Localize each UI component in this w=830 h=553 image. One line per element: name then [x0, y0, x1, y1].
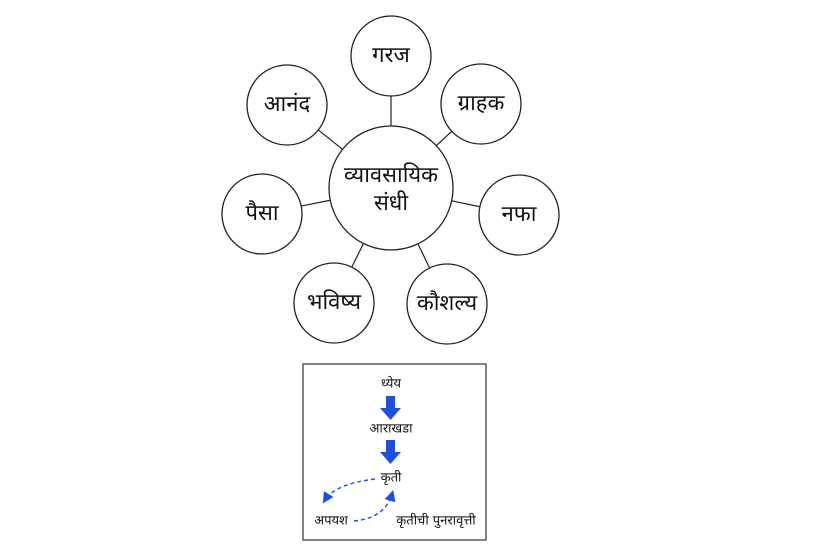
connector-joy [317, 129, 343, 150]
cycle-failure: अपयश [314, 514, 349, 529]
node-label-profit: नफा [502, 202, 537, 227]
down-arrow-icon [380, 396, 401, 420]
step-plan: आराखडा [370, 422, 414, 437]
dashed-arrow-to-action [353, 489, 396, 522]
node-label-customer: ग्राहक [458, 91, 506, 116]
dashed-arrow-to-failure [322, 478, 376, 504]
node-label-future: भविष्य [307, 289, 362, 315]
node-profit [478, 174, 560, 256]
center-node [328, 125, 454, 251]
center-label-line2: संधी [374, 190, 408, 216]
down-arrow-icon [380, 440, 401, 464]
node-money [221, 173, 303, 255]
flow-box: ध्येय आराखडा कृती अपयश कृतीची पुनरावृत्त… [302, 363, 487, 541]
node-customer [440, 63, 522, 145]
connector-customer [435, 130, 453, 147]
connector-money [301, 199, 331, 207]
node-joy [246, 64, 328, 146]
node-skill [406, 263, 488, 345]
node-label-need: गरज [372, 43, 410, 68]
cycle-repeat-action: कृतीची पुनरावृत्ती [396, 513, 476, 529]
connector-profit [451, 200, 480, 208]
connector-skill [417, 243, 431, 269]
step-goal: ध्येय [381, 376, 401, 392]
connector-future [351, 243, 365, 268]
node-label-money: पैसा [245, 200, 278, 226]
center-label-line1: व्यावसायिक [344, 162, 439, 188]
node-label-joy: आनंद [264, 92, 311, 117]
node-future [293, 262, 375, 344]
step-action: कृती [381, 470, 402, 486]
node-need [350, 15, 432, 97]
node-label-skill: कौशल्य [417, 290, 479, 316]
